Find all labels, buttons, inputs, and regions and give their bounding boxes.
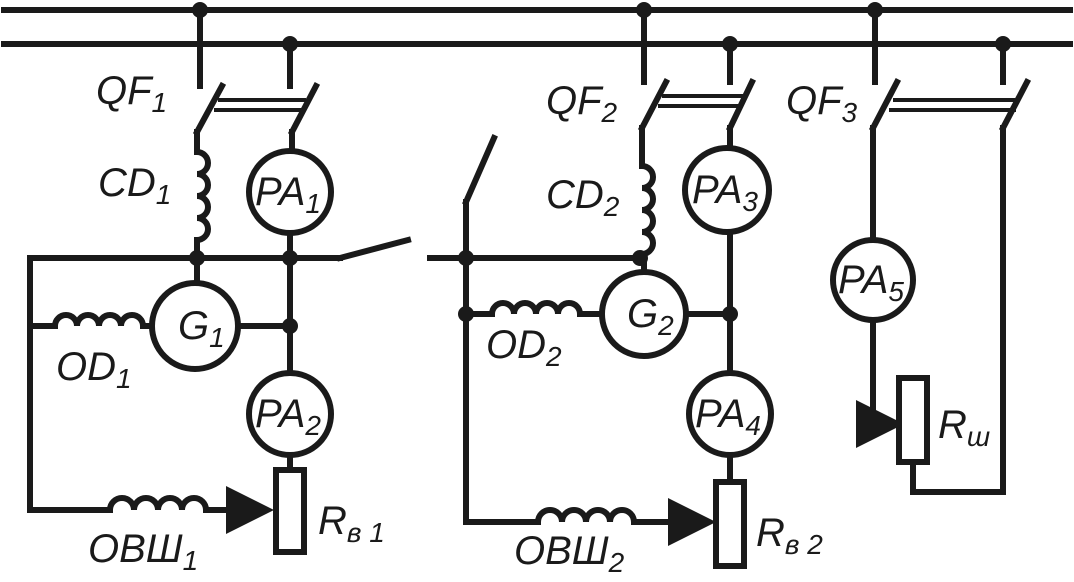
label-pa5: PA5 [838,258,904,307]
label-qf3: QF3 [786,79,858,128]
coil-od2 [489,300,605,317]
label-rv1: Rв 1 [318,499,385,548]
coil-cd2 [639,163,656,261]
breaker-qf2 [637,77,757,169]
label-rv2: Rв 2 [756,511,823,560]
label-qf1: QF1 [96,69,167,118]
label-ovsh2: ОВШ2 [514,529,625,578]
label-od1: OD1 [56,345,132,394]
coil-od1 [52,312,155,329]
coil-ovsh2 [535,507,637,525]
ammeter-pa4 [686,370,774,458]
label-g1: G1 [178,304,225,353]
ammeter-pa2 [246,370,334,458]
switch-tie [427,134,648,525]
resistor-rv2 [713,479,747,569]
label-g2: G2 [627,292,674,341]
label-ovsh1: ОВШ1 [88,527,198,576]
shunt-wiring [856,317,1006,495]
label-cd2: CD2 [546,173,620,222]
label-pa3: PA3 [692,168,758,217]
generator-g2 [599,269,689,359]
coil-cd1 [194,149,211,261]
label-pa4: PA4 [695,392,761,441]
resistor-rsh [896,375,930,465]
generator-2-wiring [463,255,738,525]
bus-taps [192,2,1011,89]
breaker-qf3 [868,77,1032,495]
label-pa1: PA1 [255,170,321,219]
resistor-rv1 [273,467,307,555]
label-rsh: Rш [938,403,990,452]
generator-g1 [149,280,241,372]
coil-ovsh1 [107,495,209,513]
label-qf2: QF2 [546,79,618,128]
breaker-qf1 [192,81,321,155]
label-pa2: PA2 [255,392,321,441]
label-od2: OD2 [486,323,562,372]
label-cd1: CD1 [98,161,171,210]
